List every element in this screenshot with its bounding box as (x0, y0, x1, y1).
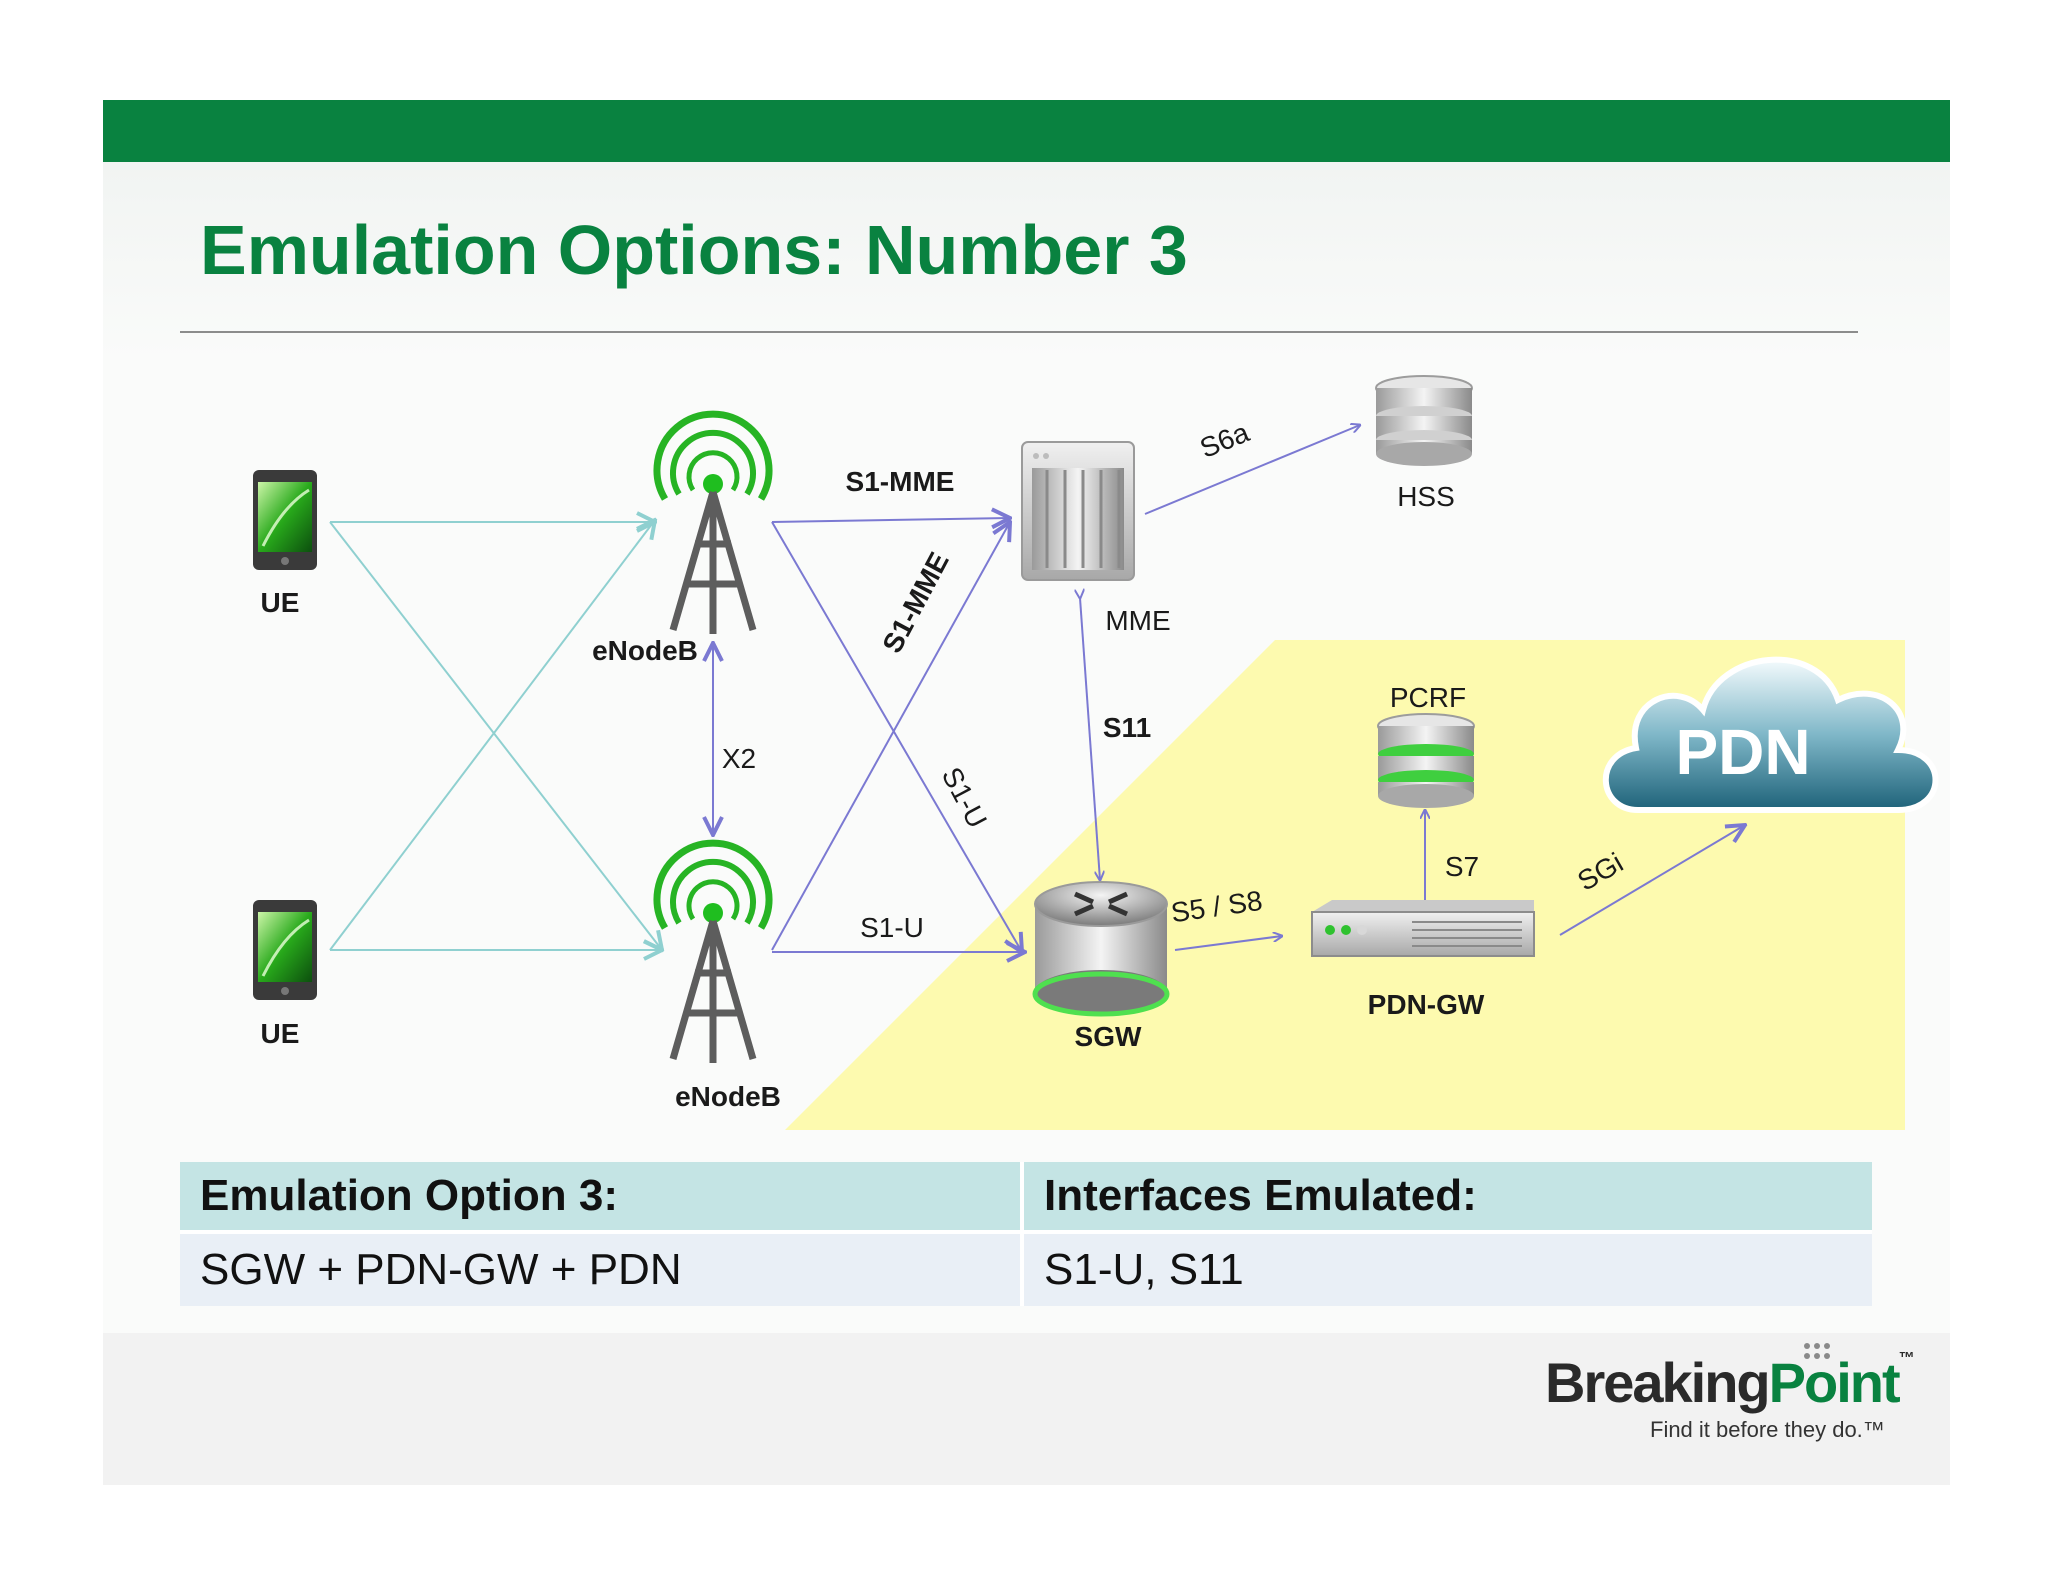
s1-u-diag-label: S1-U (936, 762, 993, 833)
table-cell-interfaces: S1-U, S11 (1022, 1232, 1872, 1306)
logo-trademark: ™ (1898, 1350, 1915, 1367)
slide-title: Emulation Options: Number 3 (200, 211, 1188, 289)
hss-label: HSS (1397, 481, 1455, 512)
mme-server-icon (1021, 441, 1135, 581)
pdn-cloud-label: PDN (1675, 716, 1810, 788)
link-s1-mme-diag (771, 522, 1010, 951)
logo-wordmark: BreakingPoint™ (1545, 1350, 1915, 1415)
logo-tagline: Find it before they do.™ (1650, 1417, 1885, 1442)
enodeb-bottom-tower-icon (653, 839, 773, 1063)
logo-word-accent: Point (1768, 1351, 1901, 1414)
table-header-option: Emulation Option 3: (180, 1162, 1024, 1234)
link-s5-s8 (1174, 936, 1282, 951)
s6a-label: S6a (1196, 416, 1254, 464)
interface-links (713, 425, 1745, 952)
s1-u-bottom-label: S1-U (860, 912, 924, 943)
x2-label: X2 (722, 743, 756, 774)
title-bar (103, 100, 1950, 162)
title-divider (180, 331, 1858, 333)
pdn-gw-label: PDN-GW (1368, 989, 1485, 1020)
link-s1-u-diag (771, 521, 1022, 952)
table-row: SGW + PDN-GW + PDN S1-U, S11 (180, 1232, 1872, 1306)
radio-links (329, 520, 662, 950)
table-header-row: Emulation Option 3: Interfaces Emulated: (180, 1162, 1872, 1234)
breakingpoint-logo: BreakingPoint™ Find it before they do.™ (1545, 1343, 1915, 1443)
link-s1-mme-top (771, 518, 1010, 522)
pcrf-database-icon (1377, 713, 1475, 808)
emulation-options-table: Emulation Option 3: Interfaces Emulated:… (180, 1162, 1872, 1306)
ue-bottom-label: UE (261, 1018, 300, 1049)
table-cell-components: SGW + PDN-GW + PDN (180, 1232, 1024, 1306)
pdn-gw-appliance-icon (1311, 900, 1535, 957)
mme-label: MME (1105, 605, 1170, 636)
enodeb-top-label: eNodeB (592, 635, 698, 666)
ue-top-label: UE (261, 587, 300, 618)
hss-database-icon (1375, 375, 1473, 466)
logo-word-main: Breaking (1545, 1351, 1771, 1414)
link-sgi (1559, 825, 1745, 936)
enodeb-top-tower-icon (653, 410, 773, 634)
pcrf-label: PCRF (1390, 682, 1466, 713)
footer-band (103, 1333, 1950, 1485)
ue-top-phone-icon (253, 470, 317, 570)
sgw-router-icon (1032, 881, 1170, 1017)
header-band (103, 162, 1950, 362)
link-s11 (1080, 598, 1100, 880)
sgw-label: SGW (1075, 1021, 1142, 1052)
s1-mme-top-label: S1-MME (846, 466, 955, 497)
ue-bottom-phone-icon (253, 900, 317, 1000)
s7-label: S7 (1445, 851, 1479, 882)
s11-label: S11 (1103, 712, 1151, 743)
table-header-interfaces: Interfaces Emulated: (1022, 1162, 1872, 1234)
link-s6a (1144, 425, 1360, 515)
logo-dots-icon (1804, 1343, 1830, 1359)
pdn-cloud-icon: PDN (1602, 656, 1939, 813)
enodeb-bottom-label: eNodeB (675, 1081, 781, 1112)
